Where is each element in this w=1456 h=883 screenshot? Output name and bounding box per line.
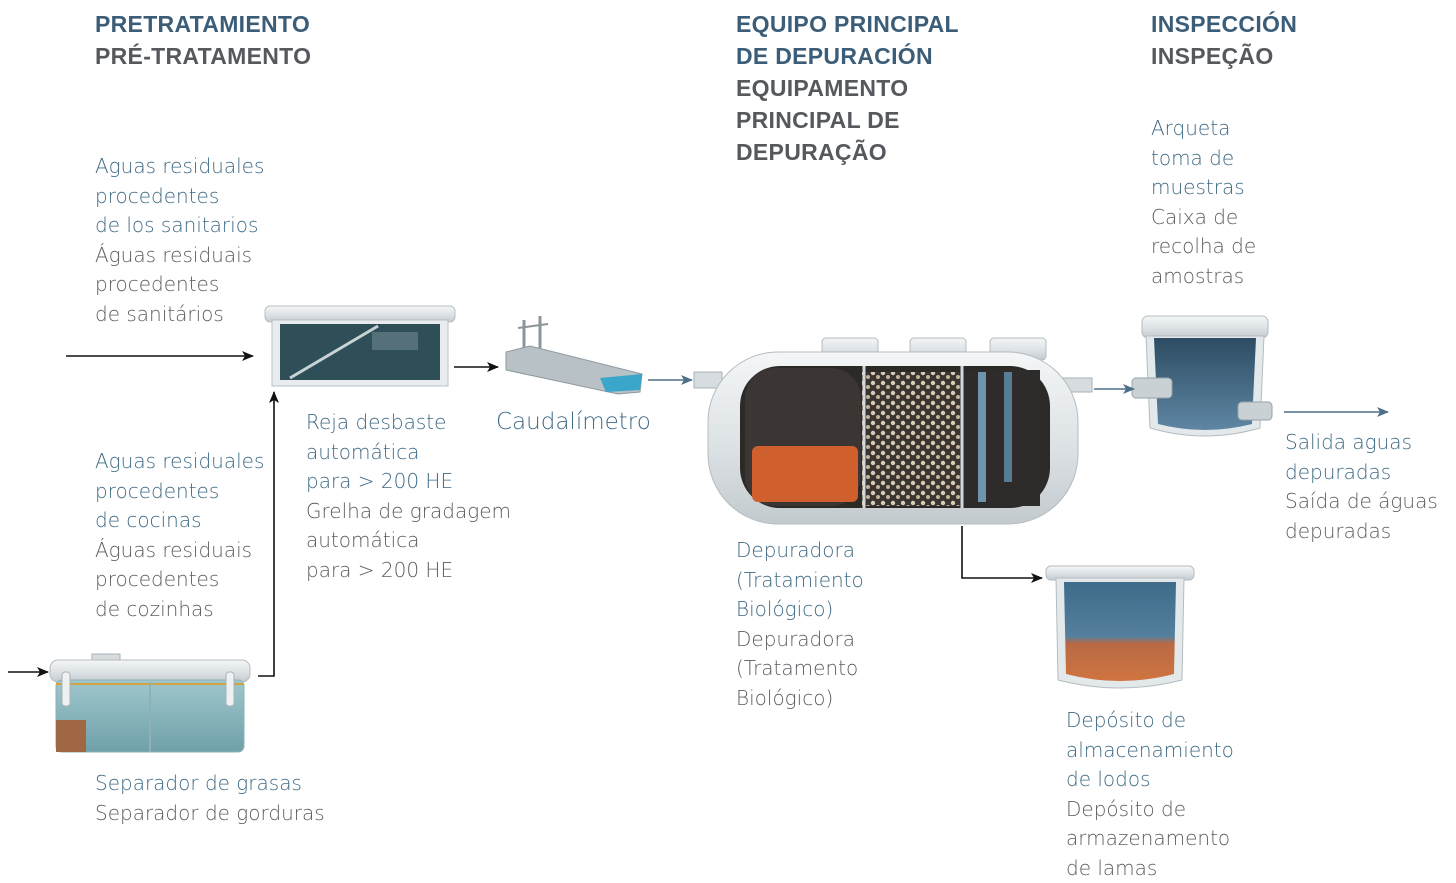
treatment-plant-image [694, 338, 1092, 524]
flowmeter-image [506, 316, 642, 394]
sampling-box-image [1132, 316, 1272, 436]
arrow-separator-to-screen [258, 392, 274, 676]
sludge-tank-image [1046, 566, 1194, 688]
screen-unit-image [265, 306, 455, 386]
arrow-plant-to-sludge [962, 526, 1042, 578]
grease-separator-image [50, 654, 250, 752]
